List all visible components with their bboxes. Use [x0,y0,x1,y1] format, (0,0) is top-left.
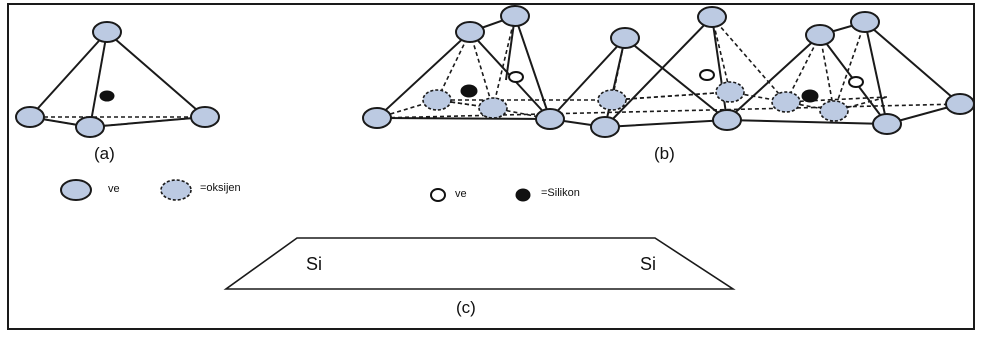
oxygen-atom [15,106,45,128]
tetra-a-edge [89,31,108,128]
oxygen-atom [535,108,565,130]
caption-c: (c) [456,298,476,317]
oxygen-atom [712,109,742,131]
oxygen-atom [362,107,392,129]
silicon-atom [460,84,478,98]
silicon-atom-white [699,69,715,81]
oxygen-atom [590,116,620,138]
legend-silicon-joiner: ve [455,188,467,200]
oxygen-atom [75,116,105,138]
legend-oxygen-solid [60,179,92,201]
oxygen-atom [92,21,122,43]
oxygen-atom-back [597,89,627,111]
oxygen-atom-back [771,91,801,113]
silicon-atom-white [848,76,864,88]
legend-symbols [60,179,531,202]
legend-silicon-white [430,188,446,202]
trapezoid-c [223,237,736,290]
trapezoid-label-left: Si [306,254,323,274]
tetra-a-edge [89,116,206,128]
legend-oxygen-dashed [160,179,192,201]
oxygen-atom [945,93,975,115]
oxygen-atom-back [478,97,508,119]
chain-edge [864,21,961,105]
chain-dashed-edge [469,31,494,109]
tetrahedra-chain-b [362,5,975,138]
silicon-atom [99,90,115,102]
chain-dashed-edge [833,21,866,112]
silicon-atom [801,89,819,103]
figure-frame [7,3,975,330]
silicon-atom-white [508,71,524,83]
oxygen-atom-back [715,81,745,103]
chain-dashed-edge [436,31,471,101]
chain-edge [549,36,728,121]
oxygen-atom [610,27,640,49]
chain-dashed-edge [785,34,821,103]
chain-back-edge [376,103,961,119]
legend-oxygen-joiner: ve [108,183,120,195]
chain-edge [604,37,626,128]
oxygen-atom [697,6,727,28]
oxygen-atom [500,5,530,27]
tetra-a-edge [106,31,206,118]
oxygen-atom [872,113,902,135]
caption-b: (b) [654,144,675,163]
oxygen-atom-back [819,100,849,122]
legend-oxygen-label: =oksijen [200,182,241,194]
oxygen-atom [805,24,835,46]
chain-dashed-edge [711,16,787,103]
chain-dashed-edge [819,34,835,112]
tetra-a-edge [29,31,108,118]
legend-silicon-black [515,188,531,202]
oxygen-atom [190,106,220,128]
chain-dashed-edge [376,99,551,120]
oxygen-atom-back [422,89,452,111]
tetrahedron-a [15,21,220,138]
legend-silicon-label: =Silikon [541,187,580,199]
caption-a: (a) [94,144,115,163]
oxygen-atom [455,21,485,43]
chain-dashed-edge [711,16,731,93]
chain-dashed-edge [492,15,516,109]
trapezoid-label-right: Si [640,254,657,274]
oxygen-atom [850,11,880,33]
